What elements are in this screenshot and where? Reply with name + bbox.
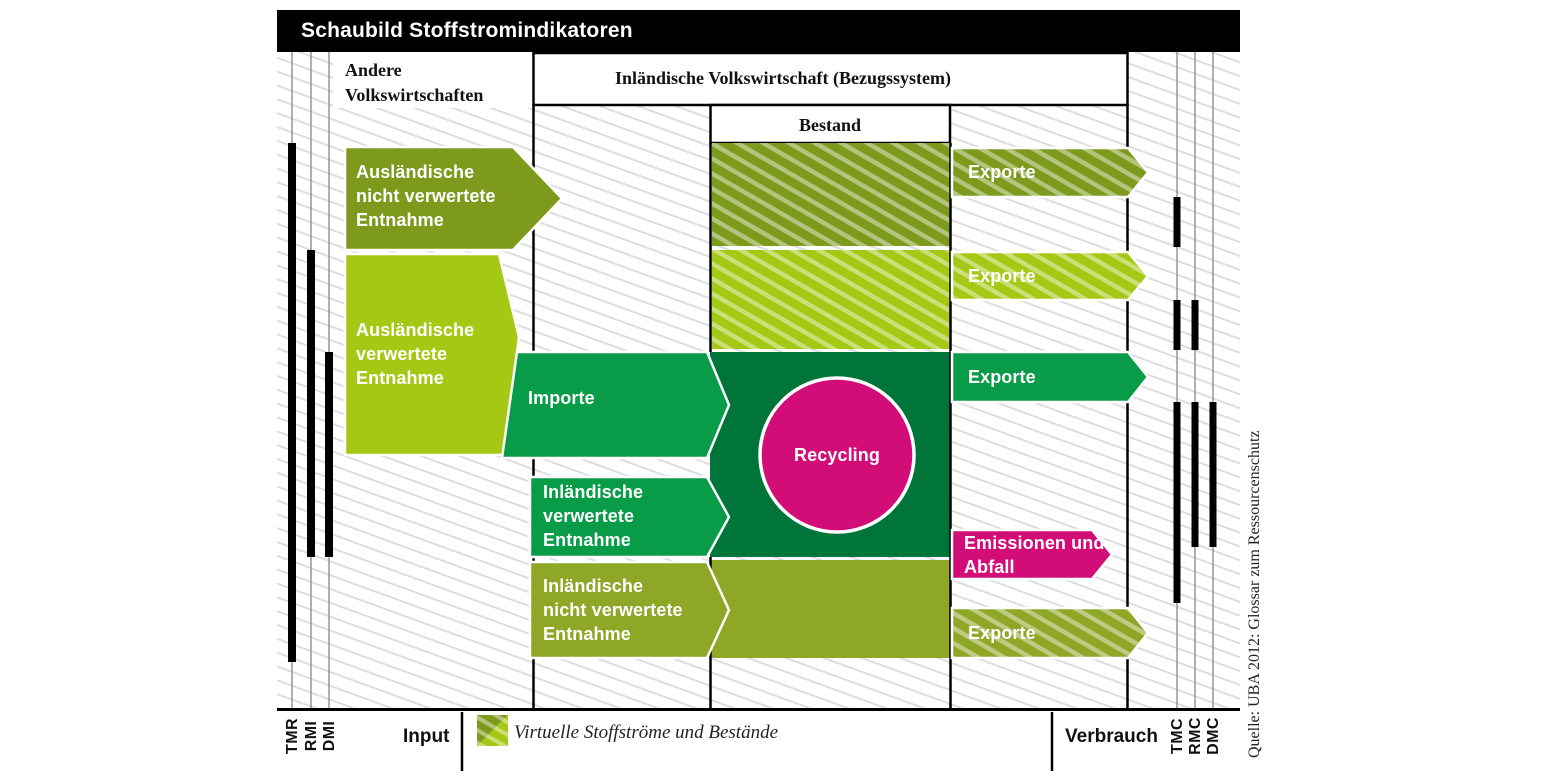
other-economies-box bbox=[333, 52, 533, 108]
flow-domestic-unused-arrow bbox=[528, 560, 731, 660]
flow-arrows bbox=[343, 145, 731, 660]
flow-exports-virtual-unused-label: Exporte bbox=[968, 162, 1036, 182]
domestic-economy-box bbox=[532, 51, 1129, 107]
legend-swatch-hatch bbox=[477, 715, 508, 746]
indicator-bar-rmc bbox=[1191, 402, 1199, 547]
indicator-bar-tmc bbox=[1173, 300, 1181, 350]
input-section-label: Input bbox=[403, 726, 450, 747]
indicator-label-tmc: TMC bbox=[1169, 718, 1186, 754]
indicator-label-dmc: DMC bbox=[1205, 717, 1222, 755]
flow-imports-arrow bbox=[500, 350, 731, 460]
flow-domestic-unused-label: Inländische nicht verwertete Entnahme bbox=[543, 576, 683, 644]
flow-domestic-used-arrow bbox=[528, 475, 731, 559]
page-title: Schaubild Stoffstromindikatoren bbox=[301, 19, 633, 42]
indicator-bar-tmc bbox=[1173, 402, 1181, 603]
legend-swatch bbox=[477, 715, 508, 746]
flow-foreign-used-label: Ausländische verwertete Entnahme bbox=[356, 320, 475, 388]
indicator-bar-tmc bbox=[1173, 197, 1181, 247]
output-arrows bbox=[950, 146, 1150, 660]
flow-domestic-used-label: Inländische verwertete Entnahme bbox=[543, 482, 644, 550]
indicator-bar-dmi bbox=[325, 352, 333, 557]
flow-imports-label: Importe bbox=[528, 388, 595, 408]
stock-blocks bbox=[710, 143, 950, 658]
stock-block-virtual-unused-hatch bbox=[712, 143, 950, 246]
source-citation: Quelle: UBA 2012: Glossar zum Ressourcen… bbox=[1246, 430, 1263, 759]
legend-virtual-flows-label: Virtuelle Stoffströme und Bestände bbox=[514, 722, 779, 743]
indicator-label-rmi: RMI bbox=[303, 720, 320, 752]
indicator-bar-rmc bbox=[1191, 300, 1199, 350]
flow-emissions-label: Emissionen und Abfall bbox=[964, 533, 1105, 577]
domestic-economy-heading: Inländische Volkswirtschaft (Bezugssyste… bbox=[614, 68, 952, 88]
indicator-label-dmi: DMI bbox=[321, 720, 338, 752]
indicator-bar-rmi bbox=[307, 250, 315, 557]
recycling-circle bbox=[758, 376, 916, 534]
indicator-label-tmr: TMR bbox=[284, 718, 301, 754]
flow-exports-virtual-used-hatch bbox=[952, 252, 1148, 300]
flow-exports-domestic-unused-hatch bbox=[952, 608, 1148, 658]
flow-exports-virtual-unused-hatch bbox=[952, 148, 1148, 197]
flow-exports-direct-arrow bbox=[950, 350, 1150, 404]
input-indicator-bars bbox=[288, 143, 333, 662]
recycling-label: Recycling bbox=[794, 445, 880, 465]
stock-heading: Bestand bbox=[798, 115, 861, 135]
consumption-section-label: Verbrauch bbox=[1065, 726, 1158, 747]
flow-foreign-unused-label: Ausländische nicht verwertete Entnahme bbox=[356, 162, 496, 230]
indicator-bar-dmc bbox=[1209, 402, 1217, 547]
other-economies-heading: Andere Volkswirtschaften bbox=[345, 60, 484, 105]
stock-block-domestic-unused bbox=[710, 560, 950, 658]
title-bar: Schaubild Stoffstromindikatoren bbox=[277, 10, 1240, 52]
flow-emissions-arrow bbox=[950, 528, 1114, 581]
indicator-bar-tmr bbox=[288, 143, 296, 662]
flow-exports-direct-label: Exporte bbox=[968, 367, 1036, 387]
flow-foreign-unused-arrow bbox=[343, 145, 564, 252]
stock-box bbox=[709, 103, 952, 145]
consumption-indicator-bars bbox=[1173, 197, 1217, 603]
flow-exports-virtual-used-label: Exporte bbox=[968, 266, 1036, 286]
flow-exports-domestic-unused-label: Exporte bbox=[968, 623, 1036, 643]
indicator-label-rmc: RMC bbox=[1187, 717, 1204, 755]
stock-block-virtual-used-hatch bbox=[712, 250, 950, 349]
